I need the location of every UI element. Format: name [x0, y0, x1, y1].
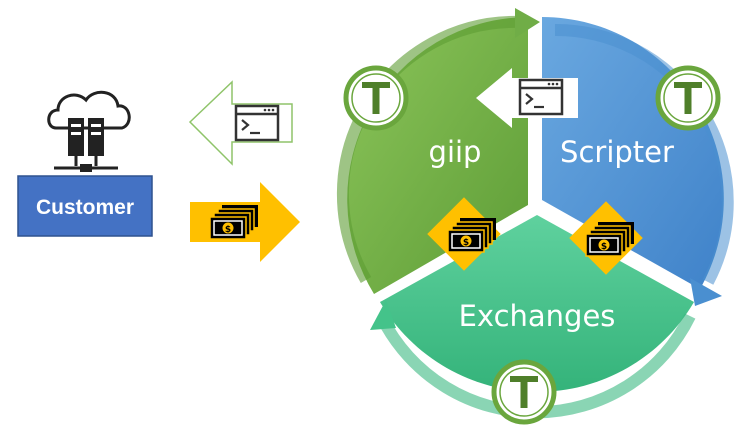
token-t-icon — [658, 68, 718, 128]
token-t-icon — [494, 362, 554, 422]
giip-label: giip — [429, 135, 482, 169]
script-delivery-arrow — [188, 80, 293, 166]
payment-flow-giip — [427, 197, 501, 271]
script-flow-arrow — [476, 68, 578, 128]
customer-box[interactable]: Customer — [17, 175, 153, 237]
terminal-icon — [518, 78, 564, 116]
payment-arrow — [190, 182, 300, 262]
scripter-label: Scripter — [560, 135, 674, 169]
terminal-icon — [234, 104, 280, 142]
payment-flow-scripter — [569, 201, 643, 275]
exchanges-label: Exchanges — [459, 299, 616, 333]
token-t-icon — [346, 68, 406, 128]
customer-label: Customer — [36, 196, 134, 219]
customer-server-cloud-icon — [47, 90, 131, 172]
